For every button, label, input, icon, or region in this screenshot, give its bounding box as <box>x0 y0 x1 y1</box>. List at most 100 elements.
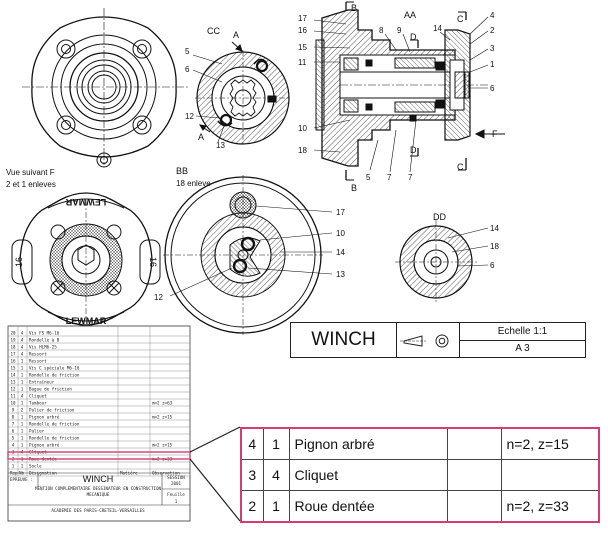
parts-block-year: 2001 <box>171 481 182 486</box>
view-title-cc: CC <box>207 26 220 36</box>
callout-aa-3: 3 <box>490 44 495 53</box>
section-mark-c-top: C <box>457 14 464 24</box>
parts-list-cell: 10 <box>10 401 16 406</box>
zoom-matiere <box>446 490 502 523</box>
zoom-nb: 4 <box>262 459 290 491</box>
parts-list-cell: 4 <box>21 338 24 343</box>
parts-list-cell: 7 <box>12 422 15 427</box>
side-number-right: 16 <box>148 257 158 267</box>
callout-cc-12: 12 <box>185 112 194 121</box>
zoom-matiere <box>446 459 502 491</box>
parts-list-cell: Socle <box>29 464 42 469</box>
parts-list-cell: 14 <box>10 373 16 378</box>
parts-list-cell: 11 <box>10 394 16 399</box>
title-block-scale-cell: Echelle 1:1 A 3 <box>460 323 585 357</box>
title-block-format: A 3 <box>515 343 530 355</box>
callout-aa-15: 15 <box>298 43 307 52</box>
parts-block-academy: ACADEMIE DES PARIS-CRETEIL-VERSAILLES <box>51 508 145 513</box>
callout-aa-9: 9 <box>397 26 402 35</box>
parts-list-cell: 8 <box>12 415 15 420</box>
parts-list-cell: 1 <box>21 380 24 385</box>
title-block-name: WINCH <box>291 323 397 357</box>
parts-list-cell: 4 <box>21 394 24 399</box>
callout-bb-14: 14 <box>336 248 345 257</box>
parts-list-cell: Entraîneur <box>29 380 55 385</box>
parts-list-cell: 4 <box>21 331 24 336</box>
zoom-designation: Pignon arbré <box>288 427 448 460</box>
table-row: 3 4 Cliquet <box>240 459 600 491</box>
parts-list-cell: 15 <box>10 366 16 371</box>
section-mark-b-top: B <box>351 3 357 13</box>
title-block-symbol-cell <box>397 323 460 357</box>
callout-cc-5: 5 <box>185 47 190 56</box>
view-f-caption-1: Vue suivant F <box>6 168 55 177</box>
parts-list-cell: 13 <box>10 380 16 385</box>
section-view-dd: DD 14 18 6 <box>395 212 499 304</box>
section-mark-c-bottom: C <box>457 162 464 172</box>
parts-list-cell: 12 <box>10 387 16 392</box>
zoom-nb: 1 <box>262 427 290 460</box>
parts-list-cell: 6 <box>12 429 15 434</box>
section-mark-a-top: A <box>233 30 239 40</box>
callout-dd-6: 6 <box>490 261 495 270</box>
title-block-scale: Echelle 1:1 <box>460 323 585 341</box>
section-view-aa: AA <box>298 1 505 193</box>
section-mark-d-top: D <box>410 32 417 42</box>
parts-list-cell: Rondelle de friction <box>29 422 80 427</box>
view-title-aa: AA <box>404 10 416 20</box>
parts-list-cell: Pignon arbré <box>29 415 60 420</box>
parts-list-cell: Vis HLM6-25 <box>29 345 57 350</box>
callout-bb-10: 10 <box>336 229 345 238</box>
callout-cc-13: 13 <box>216 141 225 150</box>
view-f-handle: Vue suivant F 2 et 1 enleves LEWMAR LEWM… <box>6 168 161 326</box>
parts-list-cell: Rondelle de friction <box>29 436 80 441</box>
parts-list-cell: 1 <box>21 387 24 392</box>
parts-list-cell: 4 <box>12 443 15 448</box>
callout-bb-17: 17 <box>336 208 345 217</box>
parts-list-cell: 1 <box>21 359 24 364</box>
parts-list-cell: Cliquet <box>29 394 47 399</box>
callout-aa-16: 16 <box>298 26 307 35</box>
parts-list-cell: 1 <box>21 366 24 371</box>
view-title-bb: BB <box>176 166 188 176</box>
parts-list-cell: Pignon arbré <box>29 443 60 448</box>
parts-list-cell: 5 <box>12 436 15 441</box>
parts-list-cell: 1 <box>21 443 24 448</box>
view-f-caption-2: 2 et 1 enleves <box>6 180 56 189</box>
parts-block-feuille: Feuille <box>167 492 185 497</box>
section-view-cc: CC A A 5 6 12 13 <box>185 26 291 150</box>
table-row: 4 1 Pignon arbré n=2, z=15 <box>240 427 600 460</box>
callout-aa-18: 18 <box>298 146 307 155</box>
callout-bb-13: 13 <box>336 270 345 279</box>
parts-list-cell: 16 <box>10 359 16 364</box>
callout-aa-1: 1 <box>490 60 495 69</box>
parts-list-cell: 17 <box>10 352 16 357</box>
callout-aa-11: 11 <box>298 58 307 67</box>
callout-aa-14: 14 <box>433 24 442 33</box>
parts-block-mention-1: MENTION COMPLEMENTAIRE DESSINATEUR EN CO… <box>35 486 162 491</box>
parts-list-cell: 9 <box>12 408 15 413</box>
callout-bb-12: 12 <box>154 293 163 302</box>
parts-list-cell: m=2 z=15 <box>152 443 173 448</box>
parts-list-cell: Rondelle à B <box>29 338 60 343</box>
parts-list-cell: 1 <box>21 422 24 427</box>
parts-list-highlight <box>7 451 191 460</box>
parts-list-cell: 1 <box>21 373 24 378</box>
zoom-nb: 1 <box>262 490 290 523</box>
zoom-rep: 4 <box>240 427 264 460</box>
parts-list-cell: Vis C spéciale M6-16 <box>29 366 80 371</box>
parts-list-cell: Vis FS M6-16 <box>29 331 60 336</box>
callout-aa-7a: 7 <box>387 173 392 182</box>
zoom-rep: 3 <box>240 459 264 491</box>
table-row: 2 1 Roue dentée n=2, z=33 <box>240 490 600 523</box>
side-number-left: 16 <box>14 257 24 267</box>
zoom-observation <box>500 459 600 491</box>
base-front-view <box>22 8 188 168</box>
parts-list-cell: 20 <box>10 331 16 336</box>
section-mark-d-bottom: D <box>410 145 417 155</box>
parts-list-cell: 1 <box>21 464 24 469</box>
callout-dd-14: 14 <box>490 224 499 233</box>
